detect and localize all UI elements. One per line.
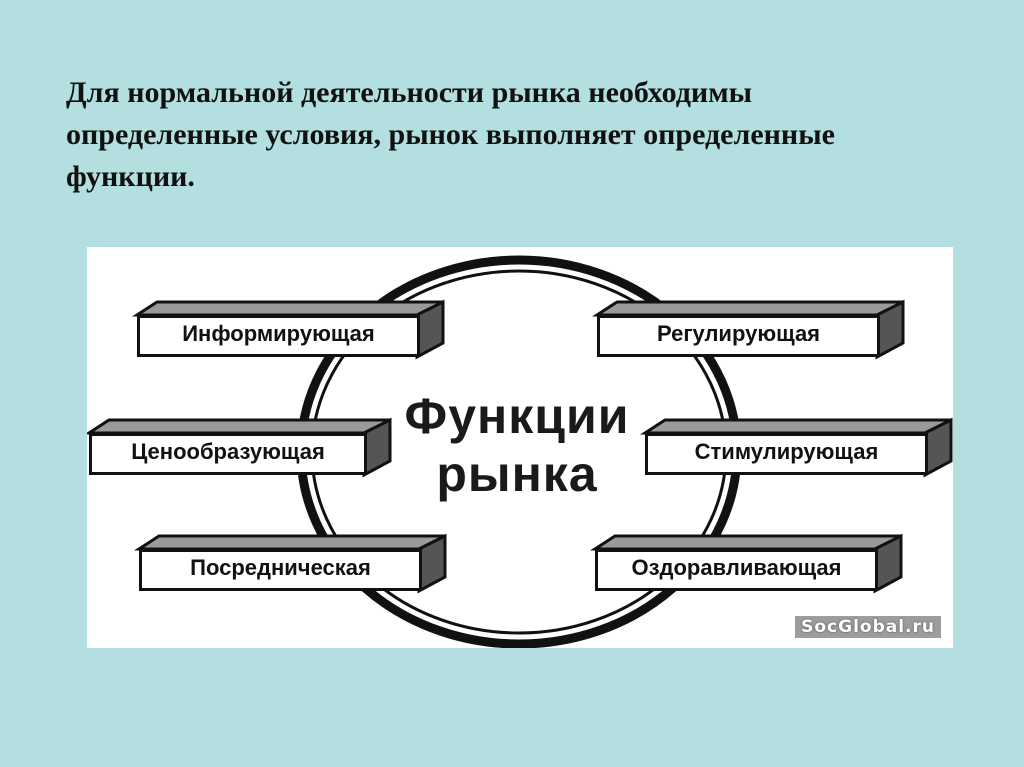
function-box-informing: Информирующая <box>137 315 420 357</box>
function-box-stimulating: Стимулирующая <box>645 433 928 475</box>
box-informing-top <box>131 300 444 317</box>
center-title-line-1: Функции <box>404 388 630 444</box>
box-intermediary-top <box>133 534 446 551</box>
function-box-regulating: Регулирующая <box>597 315 880 357</box>
center-title: Функции рынка <box>377 387 657 503</box>
box-regulating-top <box>591 300 904 317</box>
function-box-intermediary: Посредническая <box>139 549 422 591</box>
function-box-sanitizing: Оздоравливающая <box>595 549 878 591</box>
center-title-line-2: рынка <box>436 446 598 502</box>
box-pricing-top <box>87 418 391 435</box>
heading-line-1: Для нормальной деятельности рынка необхо… <box>66 76 753 109</box>
heading-line-3: функции. <box>66 160 195 193</box>
box-stimulating-top <box>639 418 952 435</box>
function-box-pricing: Ценообразующая <box>89 433 367 475</box>
watermark: SocGlobal.ru <box>795 616 941 638</box>
box-sanitizing-top <box>589 534 902 551</box>
heading-line-2: определенные условия, рынок выполняет оп… <box>66 118 835 151</box>
diagram-panel: Функции рынка Информирующая Регулирующая… <box>87 247 953 648</box>
slide-heading: Для нормальной деятельности рынка необхо… <box>66 72 966 198</box>
